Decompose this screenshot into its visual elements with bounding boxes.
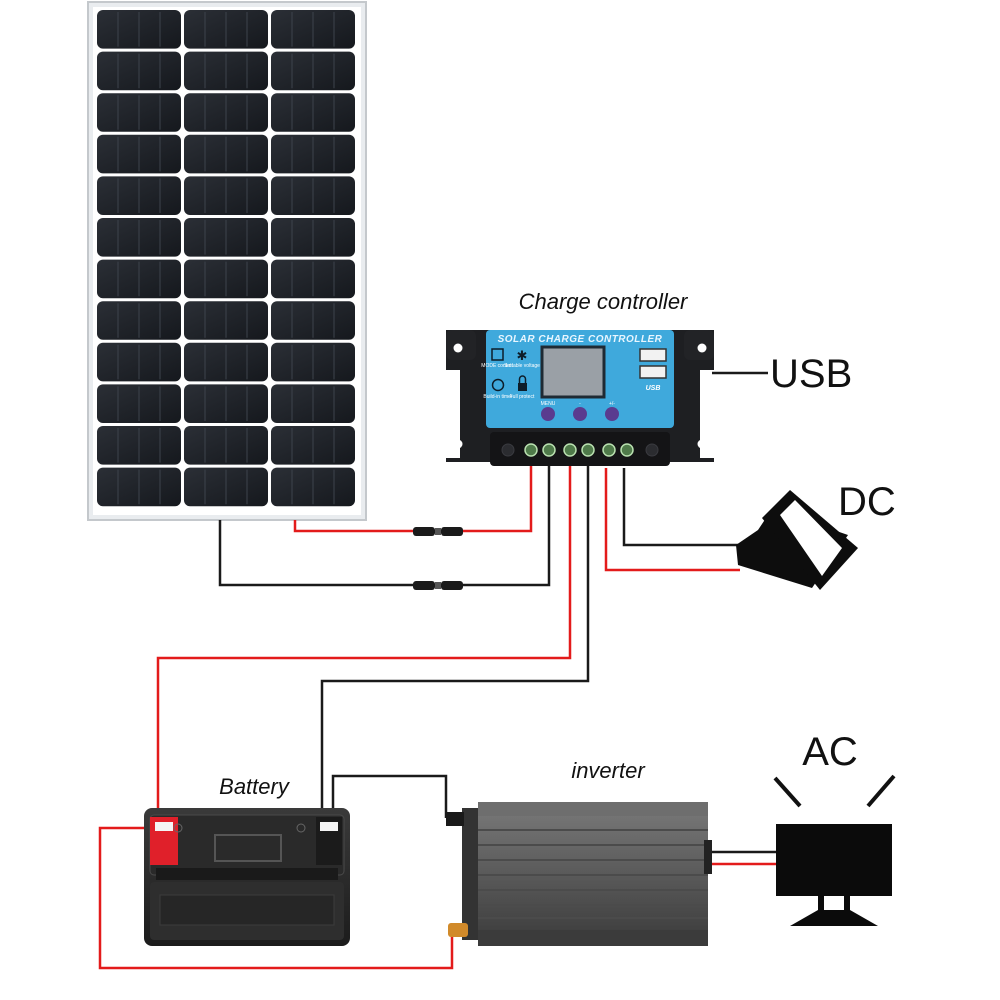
inverter-fins xyxy=(478,829,708,919)
terminal-screws xyxy=(524,443,634,457)
icon-label-timer: Build-in timer xyxy=(483,394,513,400)
battery-negative-wire xyxy=(320,455,590,815)
inverter-negative-post xyxy=(446,812,464,826)
solar-panel xyxy=(87,1,367,521)
usb-port-2[interactable] xyxy=(639,365,667,379)
button-label-minus: - xyxy=(579,401,581,407)
inverter-icon xyxy=(446,802,712,946)
solar-cell-grid xyxy=(97,10,355,507)
lock-icon xyxy=(518,375,527,391)
battery-label: Battery xyxy=(219,774,291,799)
load-negative-wire xyxy=(622,468,740,547)
terminal-block xyxy=(490,432,670,466)
button-label-plus: +/- xyxy=(609,401,615,407)
battery-positive-wire xyxy=(156,455,572,815)
dc-lamp-icon xyxy=(736,490,858,590)
controller-panel-title: SOLAR CHARGE CONTROLLER xyxy=(498,334,663,345)
battery-icon xyxy=(144,808,350,946)
mc4-connector-positive xyxy=(413,527,463,536)
usb-badge: USB xyxy=(646,385,661,392)
load-positive-wire xyxy=(604,468,740,572)
charge-controller: SOLAR CHARGE CONTROLLER MODE control ✱ S… xyxy=(446,330,714,466)
inverter-positive-post xyxy=(448,923,468,937)
icon-label-protect: Full protect xyxy=(510,394,535,400)
gear-icon: ✱ xyxy=(517,348,528,363)
lcd-display xyxy=(540,345,606,399)
icon-label-voltage: Settable voltage xyxy=(504,363,540,369)
menu-button[interactable] xyxy=(541,407,555,421)
icon-label-mode: MODE control xyxy=(481,363,512,369)
inverter-negative-wire xyxy=(331,774,448,818)
inverter-positive-wire xyxy=(98,826,454,970)
mode-icon xyxy=(491,348,504,361)
button-label-menu: MENU xyxy=(541,401,556,407)
minus-button[interactable] xyxy=(573,407,587,421)
charge-controller-label: Charge controller xyxy=(519,289,689,314)
clock-icon xyxy=(491,378,505,392)
usb-port-1[interactable] xyxy=(639,348,667,362)
usb-label: USB xyxy=(770,352,852,396)
inverter-label: inverter xyxy=(571,758,646,783)
mc4-connector-negative xyxy=(413,581,463,590)
ac-monitor-icon xyxy=(773,774,896,926)
ac-label: AC xyxy=(802,730,858,774)
wiring xyxy=(98,371,780,970)
panel-negative-wire xyxy=(218,455,551,587)
dc-label: DC xyxy=(838,480,896,524)
plus-button[interactable] xyxy=(605,407,619,421)
